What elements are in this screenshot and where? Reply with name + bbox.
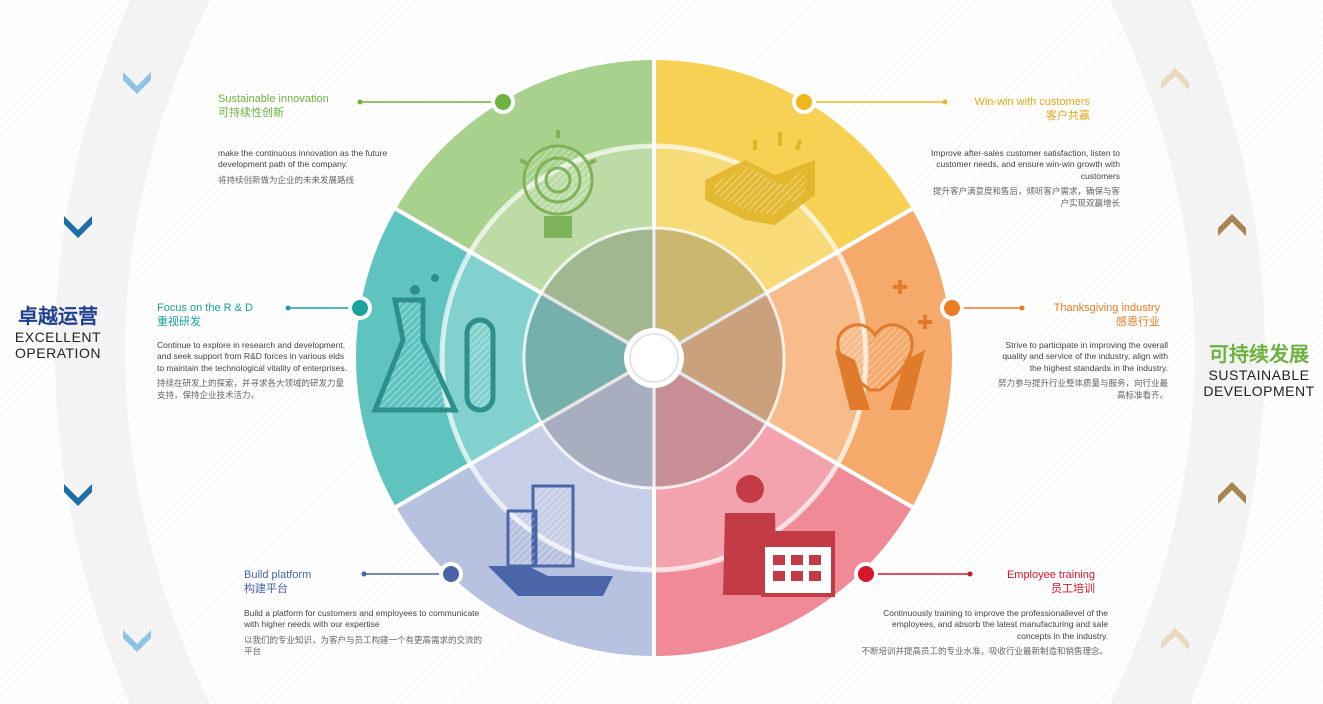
segment-desc-en: make the continuous innovation as the fu… [218, 148, 388, 170]
segment-desc-cn: 不断培训并提高员工的专业水准，吸收行业最新制造和销售理念。 [861, 646, 1108, 657]
segment-employee-training-dot [858, 566, 874, 582]
segment-desc-en: Continuously training to improve the pro… [883, 608, 1108, 641]
segment-title-cn: 可持续性创新 [218, 106, 284, 119]
segment-title-cn: 重视研发 [157, 315, 201, 328]
chevron-down-icon [64, 216, 92, 238]
chevron-down-icon [64, 484, 92, 506]
segment-title-en: Sustainable innovation [218, 93, 329, 105]
segment-desc-cn: 以我们的专业知识，为客户与员工构建一个有更高需求的交流的平台 [244, 634, 483, 657]
handshake-icon [705, 132, 815, 225]
buildings-in-hand-icon [488, 484, 613, 596]
chevron-up-icon [1218, 214, 1246, 236]
right-pillar-en-1: SUSTAINABLE [1208, 367, 1310, 383]
left-pillar-cn: 卓越运营 [18, 306, 98, 328]
segment-title-en: Employee training [1006, 569, 1095, 581]
left-pillar-en-1: EXCELLENT [14, 329, 102, 345]
segment-title-cn: 构建平台 [244, 582, 288, 595]
segment-sustainable-innovation-title: Sustainable innovation 可持续性创新 [218, 93, 329, 121]
segment-win-win-desc: Improve after-sales customer satisfactio… [930, 148, 1120, 209]
segment-rnd-desc: Continue to explore in research and deve… [157, 340, 347, 401]
segment-employee-training-title: Employee training 员工培训 [930, 569, 1095, 597]
chevron-down-icon [123, 630, 151, 652]
segment-win-win-dot [796, 94, 812, 110]
segment-employee-training-desc: Continuously training to improve the pro… [858, 608, 1108, 658]
chevron-up-icon [1161, 68, 1189, 90]
segment-win-win-title: Win-win with customers 客户共赢 [900, 96, 1090, 124]
segment-build-platform-desc: Build a platform for customers and emplo… [244, 608, 484, 658]
chevron-up-icon [1218, 482, 1246, 504]
segment-thanksgiving-wedge [650, 205, 956, 511]
segment-desc-cn: 将持续创新做为企业的未来发展路线 [218, 174, 355, 185]
segment-thanksgiving-desc: Strive to participate in improving the o… [990, 340, 1168, 401]
segment-title-cn: 员工培训 [1051, 582, 1095, 595]
left-pillar-title: 卓越运营 EXCELLENT OPERATION [2, 306, 114, 361]
chevron-down-icon [123, 72, 151, 94]
wheel-hub [624, 328, 684, 388]
lab-flask-icon [371, 274, 496, 413]
segment-build-platform-dot [443, 566, 459, 582]
businessman-calendar-icon [723, 475, 835, 597]
segment-sustainable-innovation-desc: make the continuous innovation as the fu… [218, 148, 408, 186]
heart-in-hands-icon [835, 280, 932, 410]
segment-build-platform-title: Build platform 构建平台 [244, 569, 311, 597]
segment-desc-en: Improve after-sales customer satisfactio… [931, 148, 1120, 181]
segment-desc-cn: 提升客户满意度和售后，倾听客户需求，确保与客户实现双赢增长 [932, 186, 1120, 208]
segment-desc-cn: 持续在研发上的探索，并寻求各大领域的研发力量支持，保持企业技术活力。 [157, 378, 345, 400]
segment-employee-training-wedge [652, 354, 917, 661]
segment-title-cn: 感恩行业 [1116, 315, 1160, 328]
left-pillar-en-2: OPERATION [15, 345, 101, 362]
lightbulb-icon [519, 130, 597, 238]
segment-desc-en: Continue to explore in research and deve… [157, 340, 347, 373]
segment-desc-en: Build a platform for customers and emplo… [244, 608, 480, 630]
segment-thanksgiving-dot [944, 300, 960, 316]
segment-rnd-title: Focus on the R & D 重视研发 [157, 302, 253, 330]
right-pillar-en-2: DEVELOPMENT [1203, 383, 1315, 400]
segment-desc-cn: 努力参与提升行业整体质量与服务，向行业最高标准看齐。 [997, 378, 1168, 400]
segment-title-cn: 客户共赢 [1046, 109, 1090, 122]
segment-rnd-dot [352, 300, 368, 316]
segment-title-en: Build platform [244, 569, 312, 581]
segment-title-en: Focus on the R & D [157, 302, 253, 314]
segment-title-en: Win-win with customers [974, 96, 1090, 108]
chevron-up-icon [1161, 628, 1189, 650]
right-pillar-cn: 可持续发展 [1209, 344, 1309, 366]
segment-rnd-wedge [352, 205, 658, 511]
segment-title-en: Thanksgiving industry [1053, 302, 1160, 314]
segment-desc-en: Strive to participate in improving the o… [1002, 340, 1168, 373]
right-pillar-title: 可持续发展 SUSTAINABLE DEVELOPMENT [1195, 344, 1323, 399]
segment-sustainable-innovation-dot [495, 94, 511, 110]
segment-thanksgiving-title: Thanksgiving industry 感恩行业 [980, 302, 1160, 330]
